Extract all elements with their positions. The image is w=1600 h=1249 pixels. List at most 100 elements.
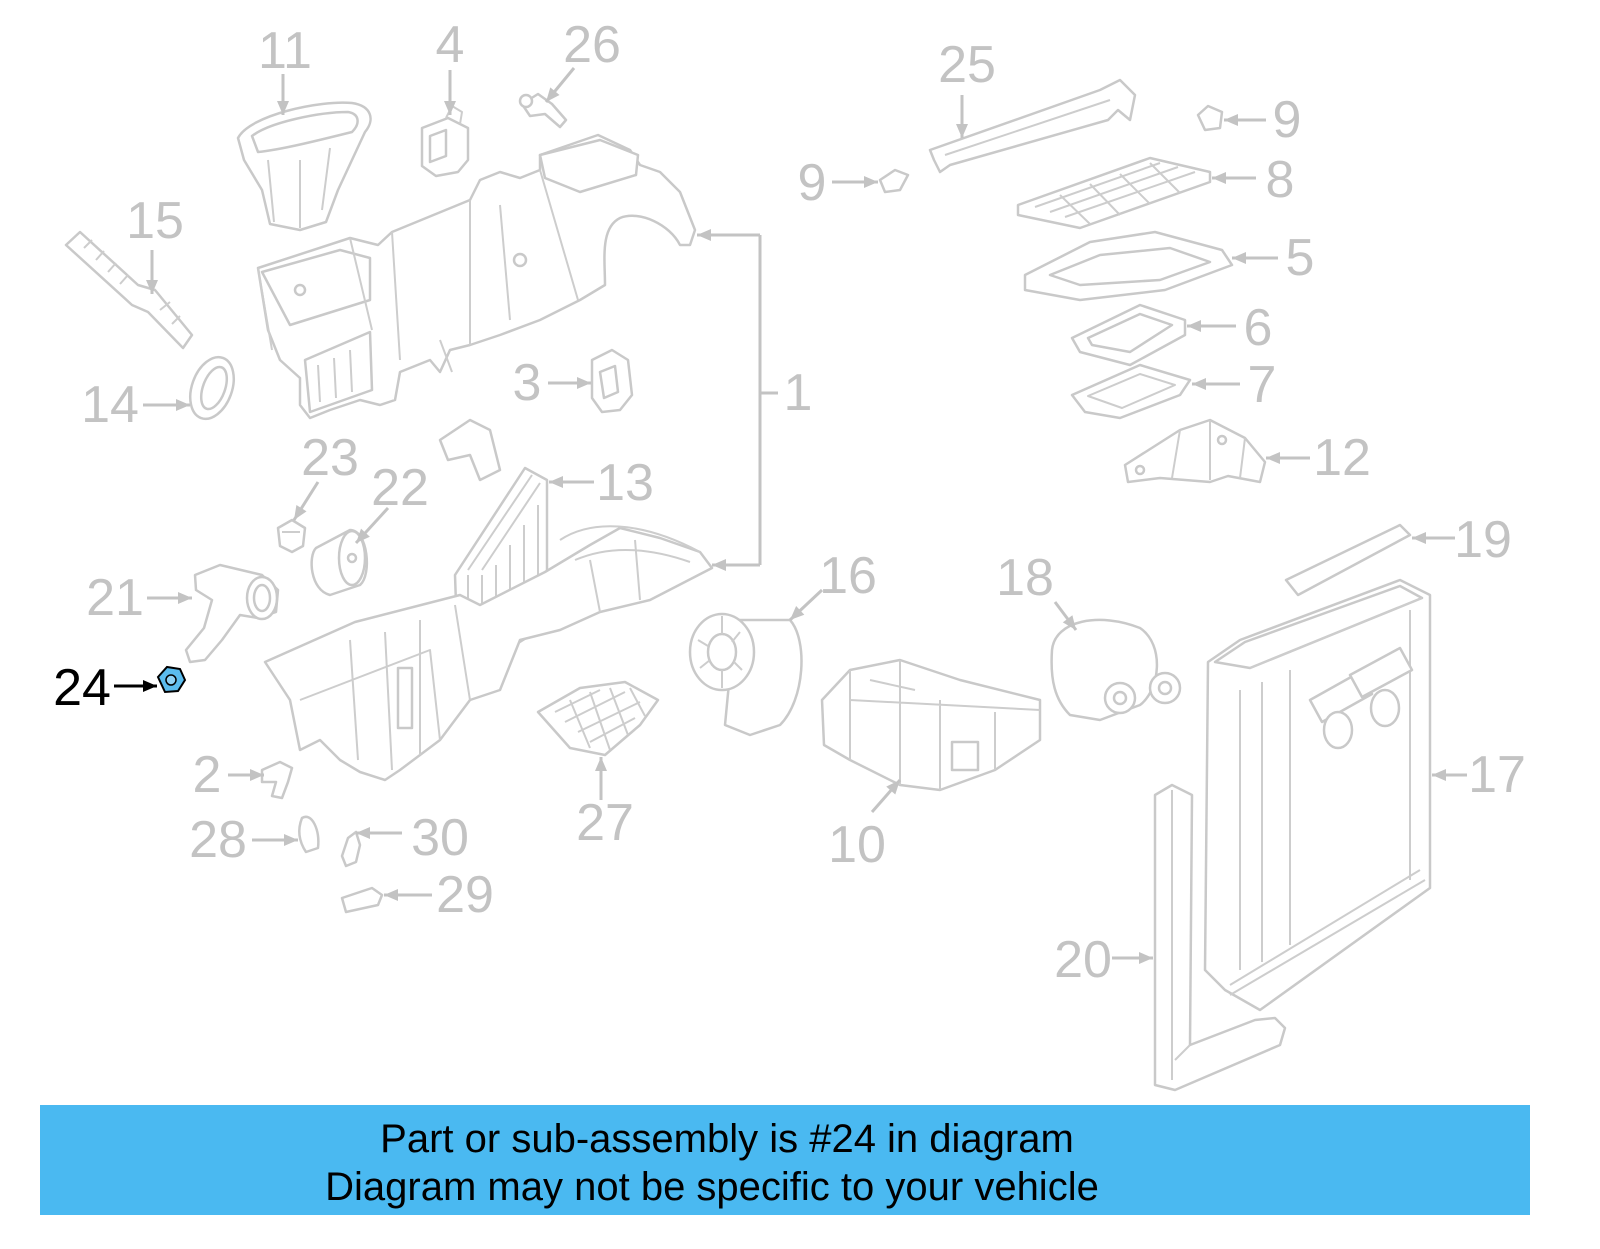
part-10-shape [820, 658, 1042, 792]
callout-12-arrow-head [1266, 452, 1280, 464]
callout-17: 17 [1468, 746, 1526, 804]
callout-16: 16 [819, 547, 877, 605]
part-19-shape [1284, 523, 1412, 597]
callout-25: 25 [938, 36, 996, 94]
callout-1-arrow-lower-head [712, 559, 726, 571]
callout-8-arrow-head [1212, 172, 1226, 184]
callout-29: 29 [436, 866, 494, 924]
callout-9-right: 9 [1273, 91, 1302, 149]
callout-24-arrow-head [143, 680, 157, 692]
part-12-shape [1123, 418, 1267, 484]
part-1-upper-housing-shape [256, 133, 697, 420]
part-30-shape [340, 830, 362, 868]
callout-5: 5 [1286, 229, 1315, 287]
callout-30: 30 [411, 809, 469, 867]
part-5-shape [1023, 230, 1234, 302]
callout-arrows [114, 67, 1467, 964]
part-24-shape [156, 665, 187, 694]
part-26-shape [518, 92, 568, 129]
part-2-shape [260, 760, 294, 800]
callout-26: 26 [563, 16, 621, 74]
part-8-shape [1016, 156, 1212, 230]
callout-27: 27 [576, 794, 634, 852]
callout-27-arrow-head [595, 757, 607, 771]
info-banner-line-2: Diagram may not be specific to your vehi… [325, 1165, 1099, 1209]
callout-23: 23 [301, 429, 359, 487]
part-28-shape [298, 815, 320, 854]
part-14-shape [189, 355, 235, 421]
callout-9-left-arrow-head [864, 176, 878, 188]
callout-13: 13 [596, 454, 654, 512]
callout-11: 11 [258, 22, 312, 80]
callout-10-arrow-head [886, 780, 900, 795]
part-4-shape [420, 105, 470, 178]
callout-24: 24 [53, 659, 111, 717]
part-27-shape [536, 680, 660, 757]
callout-1-arrow-upper-head [697, 229, 711, 241]
callout-14: 14 [81, 376, 139, 434]
part-3-shape [590, 348, 634, 414]
callout-8: 8 [1266, 151, 1295, 209]
part-21-shape [184, 563, 280, 664]
callout-18: 18 [996, 549, 1054, 607]
callout-1: 1 [784, 364, 813, 422]
callout-19-arrow-head [1412, 532, 1426, 544]
callout-15-arrow-head [146, 280, 158, 294]
callout-30-arrow-head [356, 827, 370, 839]
callout-22: 22 [371, 459, 429, 517]
callout-15: 15 [126, 192, 184, 250]
part-11-shape [236, 101, 372, 232]
callout-3-arrow-head [577, 377, 591, 389]
callout-2: 2 [193, 746, 222, 804]
callout-2-arrow-head [250, 769, 264, 781]
callout-17-arrow-head [1432, 769, 1446, 781]
callout-20-arrow-head [1139, 952, 1153, 964]
part-29-shape [340, 886, 384, 914]
callout-22-arrow-head [356, 528, 370, 543]
part-17-shape [1203, 578, 1432, 1012]
callout-3: 3 [513, 354, 542, 412]
callout-28-arrow-head [284, 834, 298, 846]
part-25-shape [928, 78, 1137, 174]
part-7-shape [1070, 363, 1192, 420]
callout-10: 10 [828, 816, 886, 874]
part-18-shape [1050, 618, 1182, 722]
callout-7-arrow-head [1192, 378, 1206, 390]
callout-9-left: 9 [798, 154, 827, 212]
info-banner-background [40, 1105, 1530, 1215]
callout-19: 19 [1454, 511, 1512, 569]
part-23-shape [276, 518, 307, 554]
callout-29-arrow-head [384, 889, 398, 901]
callout-4-arrow-head [444, 101, 456, 115]
callout-labels: 11 4 26 25 9 9 8 5 6 7 12 15 14 3 1 23 2… [53, 16, 1526, 989]
callout-9-right-arrow-head [1224, 114, 1238, 126]
callout-23-arrow-head [294, 504, 307, 520]
part-6-shape [1070, 303, 1187, 367]
callout-21: 21 [86, 569, 144, 627]
part-9-right-shape [1196, 104, 1224, 132]
callout-4: 4 [436, 16, 465, 74]
callout-26-arrow-head [546, 87, 560, 102]
part-15-shape [64, 230, 194, 350]
part-9-left-shape [878, 168, 910, 194]
part-20-shape [1153, 783, 1287, 1092]
callout-20: 20 [1054, 931, 1112, 989]
callout-25-arrow-head [956, 124, 968, 138]
callout-5-arrow-head [1232, 252, 1246, 264]
callout-11-arrow-head [277, 101, 289, 115]
info-banner: Part or sub-assembly is #24 in diagram D… [40, 1105, 1530, 1215]
callout-7: 7 [1248, 356, 1277, 414]
info-banner-line-1: Part or sub-assembly is #24 in diagram [380, 1117, 1074, 1161]
part-1-lower-housing-shape [263, 525, 714, 782]
callout-16-arrow-head [790, 606, 805, 620]
callout-12: 12 [1313, 429, 1371, 487]
callout-6: 6 [1244, 299, 1273, 357]
callout-28: 28 [189, 811, 247, 869]
callout-13-arrow-head [549, 476, 563, 488]
callout-18-arrow-head [1062, 615, 1076, 630]
callout-6-arrow-head [1187, 320, 1201, 332]
part-16-shape [688, 612, 803, 737]
callout-14-arrow-head [176, 399, 190, 411]
callout-21-arrow-head [178, 592, 192, 604]
